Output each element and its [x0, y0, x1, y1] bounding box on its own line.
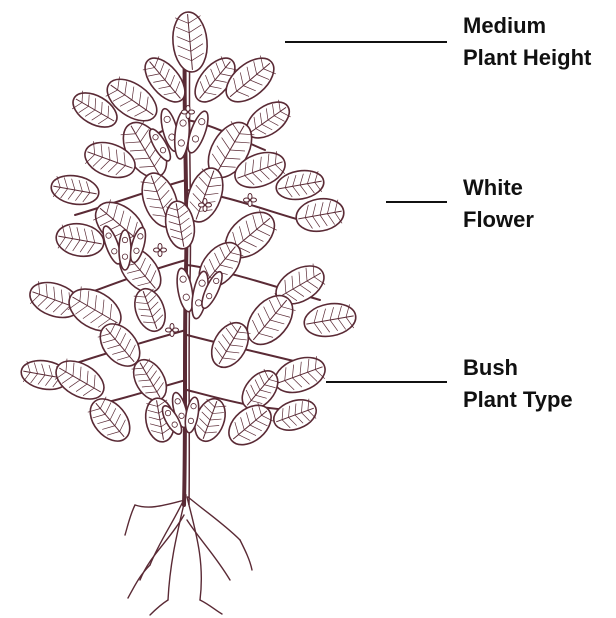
flower-center	[204, 204, 207, 207]
leaf	[294, 195, 347, 235]
plant-roots	[125, 495, 252, 615]
root-strand	[168, 495, 186, 600]
root-strand	[135, 500, 185, 507]
leader-line-flower	[386, 201, 447, 203]
root-strand	[125, 505, 135, 535]
main-stem	[184, 30, 186, 505]
plant-stem	[184, 30, 191, 505]
root-strand	[128, 565, 150, 598]
flower-petal	[186, 106, 190, 112]
leaf	[270, 394, 321, 435]
root-strand	[200, 600, 222, 614]
root-strand	[150, 600, 168, 615]
label-flower-line1: White	[463, 172, 534, 204]
root-strand	[240, 540, 252, 570]
pod-body	[119, 230, 131, 270]
label-flower-line2: Flower	[463, 204, 534, 236]
seed-pod	[119, 230, 131, 270]
white-flower	[244, 194, 257, 207]
label-plant-height: Medium Plant Height	[463, 10, 591, 74]
label-plant-type-line2: Plant Type	[463, 384, 573, 416]
leader-line-plant-height	[285, 41, 447, 43]
leaf	[49, 172, 101, 208]
label-plant-height-line1: Medium	[463, 10, 591, 42]
root-strand	[140, 515, 184, 580]
label-plant-height-line2: Plant Height	[463, 42, 591, 74]
leader-line-plant-type	[326, 381, 447, 383]
root-strand	[187, 497, 201, 600]
root-strand	[187, 520, 230, 580]
label-plant-type-line1: Bush	[463, 352, 573, 384]
white-flower	[154, 244, 167, 257]
label-plant-type: Bush Plant Type	[463, 352, 573, 416]
leaf	[302, 300, 359, 341]
flower-center	[187, 111, 190, 114]
leaf	[129, 285, 170, 336]
flower-center	[171, 329, 174, 332]
leaf	[170, 11, 209, 74]
flower-center	[159, 249, 162, 252]
leaf	[82, 391, 137, 448]
label-flower: White Flower	[463, 172, 534, 236]
flower-center	[249, 199, 252, 202]
